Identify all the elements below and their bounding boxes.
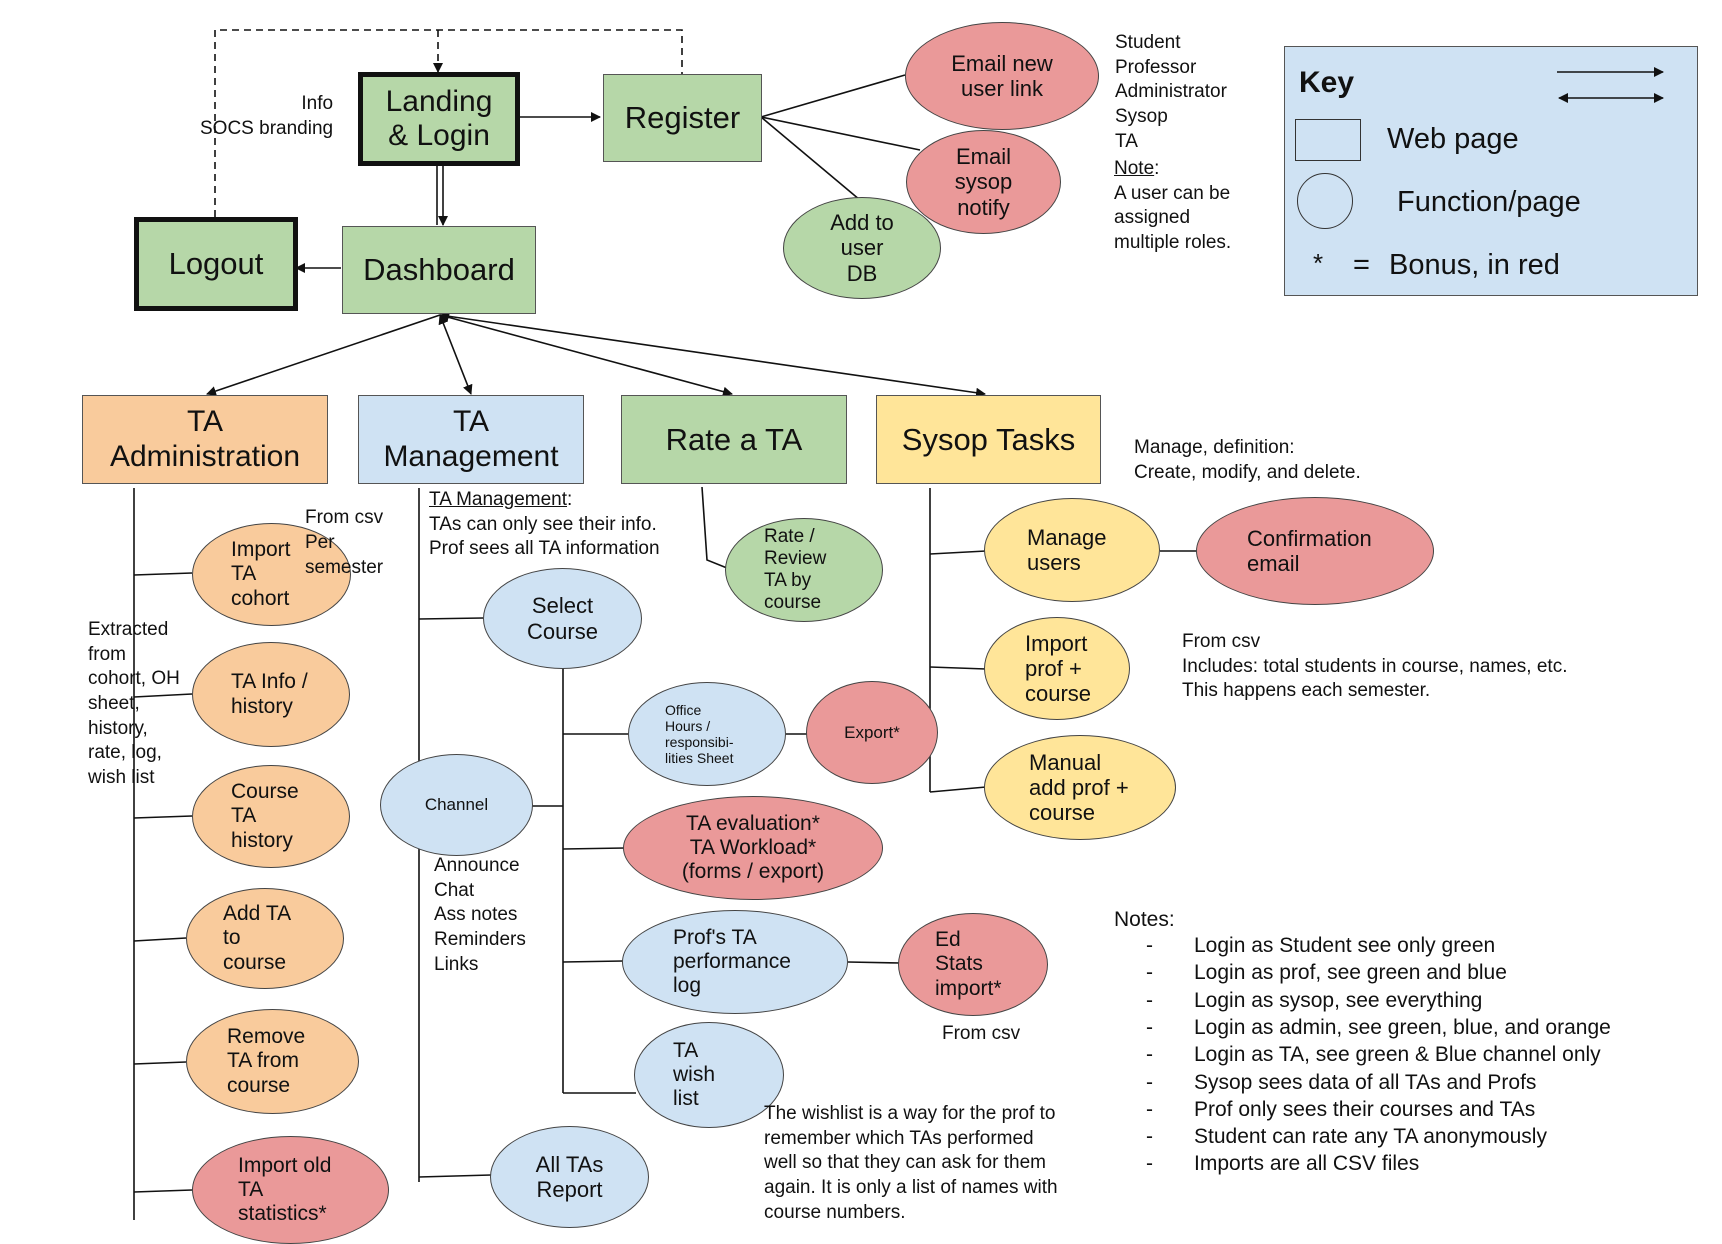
edge-register-email-new [760, 74, 906, 118]
key-bonus-equals: = [1353, 249, 1370, 281]
import-old-ta-statistics-function: Import old TA statistics* [192, 1136, 389, 1244]
all-tas-report-function: All TAs Report [490, 1126, 649, 1228]
csv-prof-note: From csv Includes: total students in cou… [1182, 631, 1568, 702]
landing-login-page: Landing & Login [358, 72, 520, 166]
ta-administration-page: TA Administration [82, 395, 328, 484]
key-function-label: Function/page [1397, 186, 1581, 218]
sysop-tasks-page: Sysop Tasks [876, 395, 1101, 484]
manual-add-prof-course-function: Manual add prof + course [984, 735, 1176, 840]
ta-evaluation-workload-function: TA evaluation* TA Workload* (forms / exp… [623, 796, 883, 900]
register-page: Register [603, 74, 762, 162]
ta-management-page: TA Management [358, 395, 584, 484]
ta-management-note: TA Management: TAs can only see their in… [429, 489, 660, 560]
info-branding-label: Info SOCS branding [200, 93, 334, 139]
notes-item: -Student can rate any TA anonymously [1146, 1125, 1547, 1149]
key-webpage-label: Web page [1387, 123, 1519, 155]
ed-stats-import-function: Ed Stats import* [898, 913, 1048, 1016]
notes-item: -Login as Student see only green [1146, 934, 1496, 957]
note-label: Note [1114, 158, 1155, 179]
roles-list: Student Professor Administrator Sysop TA [1115, 32, 1227, 152]
per-semester-note: Per semester [305, 532, 384, 578]
channel-function: Channel [380, 754, 533, 856]
key-webpage-swatch [1295, 119, 1361, 161]
select-course-function: Select Course [483, 568, 642, 669]
notes-item: -Imports are all CSV files [1146, 1152, 1420, 1176]
edge-dashboard-ta-mgmt [438, 314, 473, 395]
notes-title: Notes: [1114, 908, 1175, 931]
add-to-user-db-function: Add to user DB [783, 197, 941, 299]
email-new-user-link-function: Email new user link [905, 22, 1099, 130]
from-csv-cohort-note: From csv [305, 507, 384, 528]
key-title: Key [1299, 66, 1355, 99]
from-csv-ed-note: From csv [942, 1023, 1021, 1044]
ta-info-history-function: TA Info / history [192, 642, 350, 747]
key-arrows [1557, 67, 1664, 103]
edge-register-add-db [760, 116, 861, 201]
add-ta-to-course-function: Add TA to course [186, 888, 344, 989]
manage-users-function: Manage users [984, 498, 1160, 602]
wishlist-note: The wishlist is a way for the prof to re… [764, 1103, 1058, 1223]
ta-management-note-title: TA Management [429, 489, 568, 510]
import-prof-course-function: Import prof + course [984, 617, 1130, 720]
ta-wish-list-function: TA wish list [634, 1022, 784, 1128]
confirmation-email-function: Confirmation email [1196, 497, 1434, 605]
key-function-swatch [1297, 173, 1353, 229]
course-ta-history-function: Course TA history [192, 765, 350, 868]
key-bonus-label: Bonus, in red [1389, 249, 1560, 281]
dashed-loop-edge [214, 29, 683, 217]
channel-items-note: Announce Chat Ass notes Reminders Links [434, 855, 526, 975]
logout-page: Logout [134, 217, 298, 311]
office-hours-sheet-function: Office Hours / responsibi- lities Sheet [628, 682, 786, 786]
profs-ta-performance-log-function: Prof's TA performance log [622, 910, 848, 1014]
edge-dashboard-ta-admin [206, 314, 441, 396]
extracted-from-note: Extracted from cohort, OH sheet, history… [88, 619, 180, 789]
import-ta-cohort-function: Import TA cohort [192, 523, 351, 626]
notes-item: -Login as sysop, see everything [1146, 988, 1483, 1012]
rate-review-ta-by-course-function: Rate / Review TA by course [725, 518, 883, 622]
email-sysop-notify-function: Email sysop notify [906, 130, 1061, 234]
notes-item: -Login as TA, see green & Blue channel o… [1146, 1043, 1601, 1067]
edge-register-email-sysop [760, 116, 921, 151]
remove-ta-from-course-function: Remove TA from course [186, 1009, 359, 1114]
notes-item: -Login as prof, see green and blue [1146, 961, 1507, 985]
key-bonus-star: * [1313, 248, 1324, 278]
edge-dashboard-sysop [439, 314, 986, 398]
notes-item: -Sysop sees data of all TAs and Profs [1146, 1070, 1537, 1094]
notes-item: -Login as admin, see green, blue, and or… [1146, 1015, 1611, 1039]
dashboard-page: Dashboard [342, 226, 536, 314]
export-function: Export* [806, 681, 938, 784]
edge-dashboard-rate-ta [439, 312, 733, 397]
notes-item: -Prof only sees their courses and TAs [1146, 1097, 1536, 1121]
rate-a-ta-page: Rate a TA [621, 395, 847, 484]
roles-note: Note: A user can be assigned multiple ro… [1114, 158, 1232, 254]
manage-definition-note: Manage, definition: Create, modify, and … [1134, 437, 1361, 483]
legend-key: Key Web page Function/page * = Bonus, in… [1284, 46, 1698, 296]
